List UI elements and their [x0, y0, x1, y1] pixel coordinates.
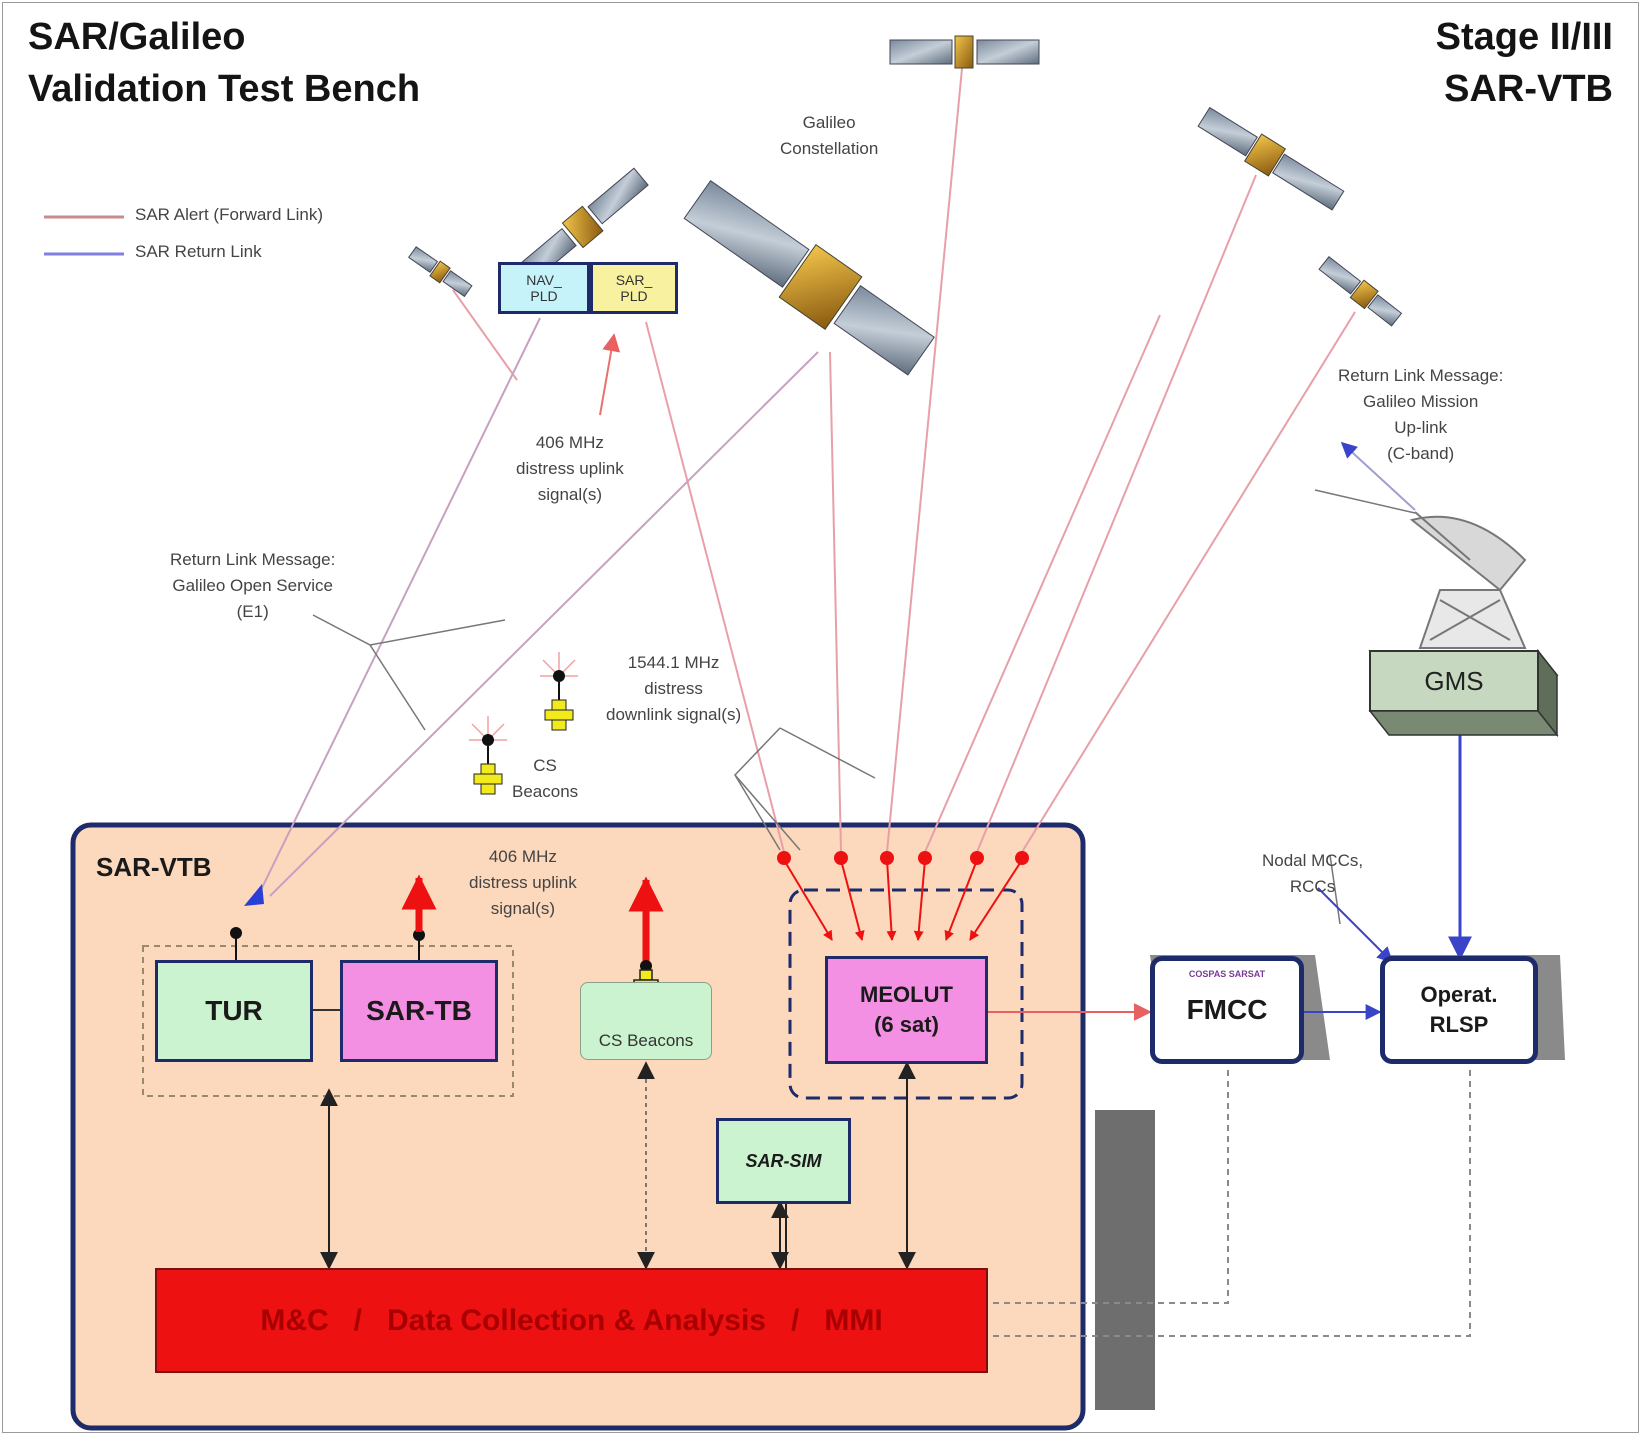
title-line2: Validation Test Bench	[28, 68, 421, 110]
rlsp-label-1: Operat.	[1420, 982, 1498, 1007]
uplink-inner-note: 406 MHz distress uplink signal(s)	[469, 847, 577, 918]
title-line1: SAR/Galileo	[28, 16, 246, 58]
tur-box: TUR	[155, 960, 313, 1062]
downlink-note: 1544.1 MHz distress downlink signal(s)	[606, 653, 742, 724]
mission-uplink-arrow	[1340, 441, 1416, 511]
nodal-note: Nodal MCCs, RCCs	[1262, 851, 1364, 896]
beacon-icon	[469, 716, 507, 795]
nav-payload-box: NAV_ PLD	[498, 262, 590, 314]
cs-beacons-note: CS Beacons	[512, 756, 579, 801]
cs-beacon-node	[640, 960, 652, 972]
sar-payload-box: SAR_ PLD	[590, 262, 678, 314]
constellation-note: Galileo Constellation	[780, 113, 879, 158]
stage-line1: Stage II/III	[1435, 16, 1613, 58]
forward-link-lines	[452, 57, 1356, 853]
fmcc-box: COSPAS SARSAT FMCC	[1150, 956, 1304, 1064]
annotation-pointers	[312, 489, 1416, 925]
satellite-icon	[408, 246, 473, 298]
satellite-icon	[889, 35, 1040, 69]
fmcc-label: FMCC	[1186, 994, 1268, 1025]
meolut-collectors	[777, 851, 1029, 941]
fmcc-mc-dashed	[988, 1070, 1229, 1304]
vtb-shadow	[1095, 1110, 1155, 1410]
tur-label: TUR	[205, 995, 263, 1026]
vtb-label: SAR-VTB	[96, 852, 212, 882]
uplink-406-note: 406 MHz distress uplink signal(s)	[516, 433, 624, 504]
rlsp-label-2: RLSP	[1429, 1012, 1489, 1037]
gms-box	[1368, 648, 1559, 738]
legend-forward-label: SAR Alert (Forward Link)	[135, 205, 323, 224]
sartb-box: SAR-TB	[340, 960, 498, 1062]
mc-data-label: M&C / Data Collection & Analysis / MMI	[260, 1303, 883, 1337]
meolut-box: MEOLUT (6 sat)	[825, 956, 988, 1064]
sarsim-box: SAR-SIM	[716, 1118, 851, 1204]
return-link-mission-note: Return Link Message: Galileo Mission Up-…	[1338, 366, 1504, 463]
tur-antenna-node	[230, 927, 242, 939]
uplink-406-arrow	[599, 333, 621, 416]
fmcc-logo-text: COSPAS SARSAT	[1188, 969, 1266, 979]
stage-line2: SAR-VTB	[1444, 68, 1613, 110]
cs-beacons-box: CS Beacons	[580, 982, 712, 1060]
mc-data-bar: M&C / Data Collection & Analysis / MMI	[155, 1268, 988, 1373]
return-link-open-note: Return Link Message: Galileo Open Servic…	[170, 550, 336, 621]
beacon-icon	[540, 652, 578, 731]
sartb-label: SAR-TB	[366, 995, 472, 1026]
gms-label: GMS	[1424, 665, 1484, 696]
return-link-lines	[257, 317, 819, 897]
nodal-arrow	[1317, 887, 1394, 964]
nav-payload-label: NAV_ PLD	[526, 272, 562, 304]
satellite-icon	[1197, 106, 1345, 211]
satellite-icon	[1318, 255, 1403, 327]
cs-beacons-label: CS Beacons	[598, 1031, 694, 1050]
legend-return-label: SAR Return Link	[135, 242, 262, 261]
sarsim-label: SAR-SIM	[745, 1150, 822, 1171]
sar-payload-label: SAR_ PLD	[615, 272, 653, 304]
satellite-icon	[683, 180, 935, 376]
tur-antenna-icon	[244, 884, 264, 906]
rlsp-box: Operat. RLSP	[1380, 956, 1538, 1064]
meolut-label: MEOLUT	[860, 982, 953, 1007]
rlsp-mc-dashed	[988, 1070, 1471, 1337]
meolut-sub-label: (6 sat)	[874, 1012, 939, 1037]
dish-antenna-icon	[1409, 511, 1527, 649]
